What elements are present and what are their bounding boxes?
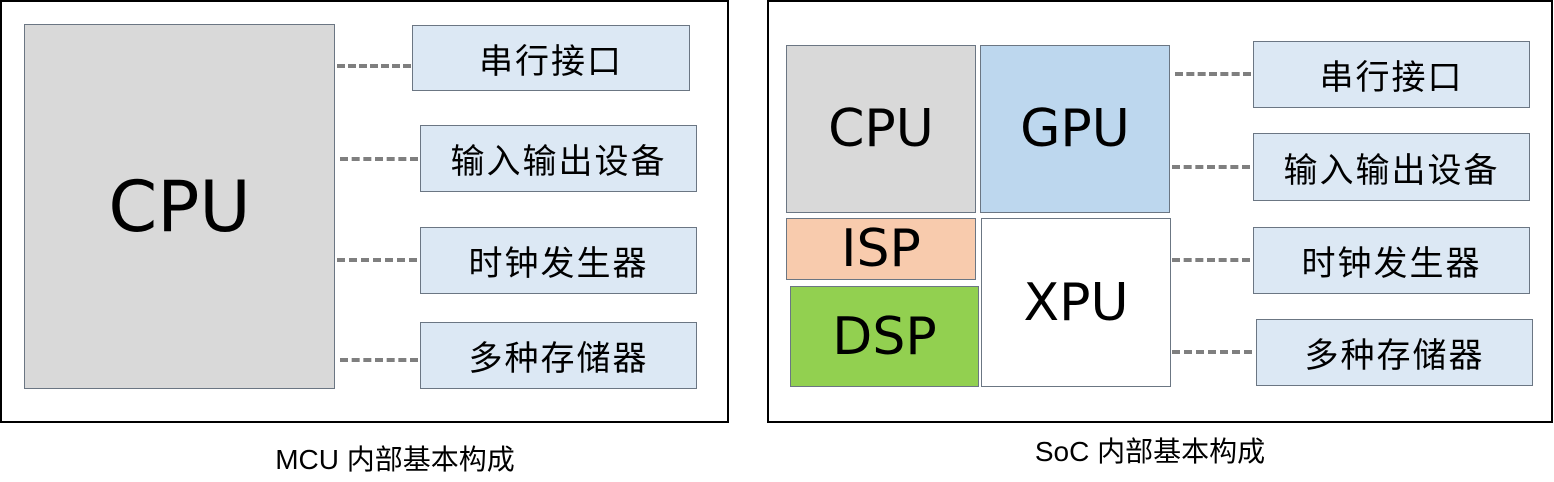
mcu-interface-clock: 时钟发生器	[420, 227, 697, 294]
soc-dsp-label: DSP	[832, 306, 937, 367]
soc-interface-clock: 时钟发生器	[1253, 227, 1530, 294]
soc-connector-serial	[1175, 72, 1251, 76]
soc-gpu-label: GPU	[1020, 99, 1130, 159]
soc-isp-block: ISP	[786, 218, 976, 280]
soc-connector-io	[1172, 165, 1250, 169]
soc-interface-clock-label: 时钟发生器	[1301, 244, 1482, 284]
mcu-interface-clock-label: 时钟发生器	[468, 244, 649, 284]
mcu-interface-serial: 串行接口	[412, 25, 690, 91]
soc-interface-memory-label: 多种存储器	[1304, 336, 1485, 376]
soc-interface-serial: 串行接口	[1253, 41, 1530, 108]
soc-connector-clock	[1172, 258, 1250, 262]
soc-cpu-block: CPU	[786, 45, 976, 213]
soc-interface-io: 输入输出设备	[1253, 133, 1530, 201]
mcu-interface-memory: 多种存储器	[420, 322, 697, 389]
soc-interface-io-label: 输入输出设备	[1283, 150, 1500, 191]
mcu-connector-serial	[337, 64, 411, 68]
mcu-connector-memory	[340, 358, 418, 362]
mcu-interface-io: 输入输出设备	[420, 125, 697, 192]
mcu-connector-clock	[337, 258, 417, 262]
mcu-cpu-label: CPU	[108, 165, 251, 248]
mcu-cpu-block: CPU	[24, 24, 335, 389]
soc-interface-serial-label: 串行接口	[1319, 58, 1464, 98]
mcu-interface-memory-label: 多种存储器	[468, 339, 649, 379]
soc-dsp-block: DSP	[790, 286, 979, 387]
soc-xpu-block: XPU	[981, 218, 1171, 387]
soc-gpu-block: GPU	[980, 45, 1170, 213]
soc-cpu-label: CPU	[828, 99, 934, 159]
mcu-interface-io-label: 输入输出设备	[450, 142, 667, 182]
soc-interface-memory: 多种存储器	[1256, 319, 1533, 386]
soc-connector-memory	[1172, 350, 1252, 354]
soc-caption: SoC 内部基本构成	[1034, 436, 1266, 467]
mcu-interface-serial-label: 串行接口	[479, 41, 623, 82]
soc-xpu-label: XPU	[1023, 272, 1129, 333]
mcu-connector-io	[340, 157, 418, 161]
soc-isp-label: ISP	[841, 219, 921, 279]
mcu-caption: MCU 内部基本构成	[275, 444, 515, 475]
